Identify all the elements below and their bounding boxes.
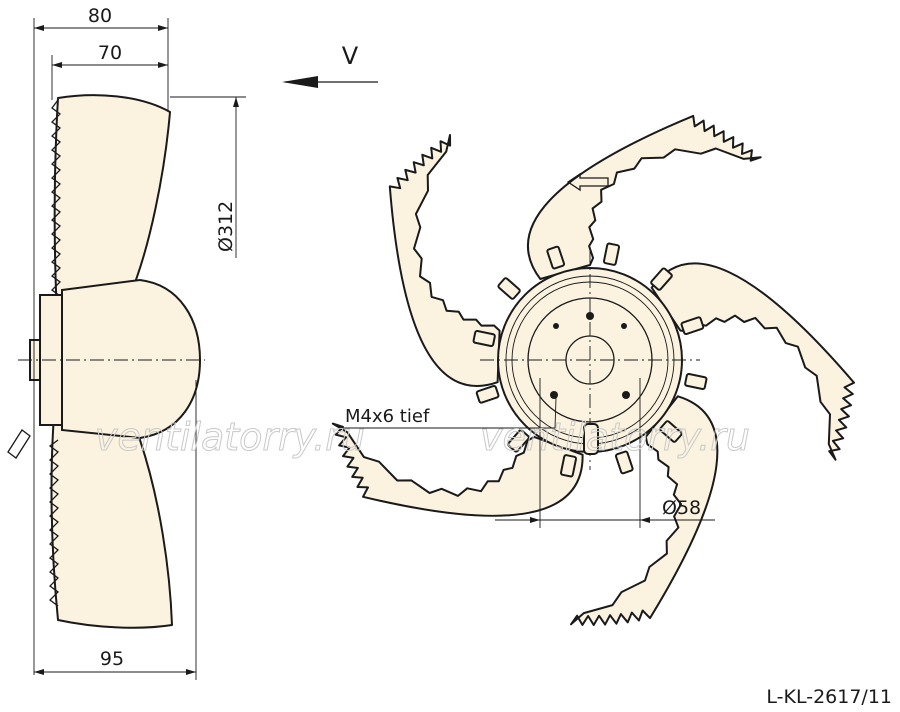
- front-view: M4x6 tief Ø58: [331, 114, 855, 626]
- watermark-right: ventilatorry.ru: [480, 415, 750, 459]
- view-label: V: [342, 42, 359, 70]
- view-arrow-icon: [282, 76, 318, 88]
- fan-blade: [331, 422, 584, 517]
- hub-tab: [559, 454, 578, 478]
- hub-tab: [472, 329, 496, 348]
- hub-tab: [602, 242, 621, 266]
- drawing-number: L-KL-2617/11: [766, 686, 892, 708]
- fan-blade: [388, 134, 501, 387]
- rotation-arrow-icon: [566, 172, 609, 192]
- side-serrated-edge-lower: [48, 439, 59, 607]
- side-cable: [7, 429, 31, 459]
- hub-tab: [680, 316, 705, 336]
- hub-tab: [659, 420, 683, 443]
- hub-tab: [546, 245, 566, 270]
- watermark-left: ventilatorry.ru: [95, 415, 365, 459]
- blades: [331, 114, 855, 626]
- fan-blade: [526, 114, 762, 280]
- bolt-hole-left: [550, 391, 558, 399]
- dim-80-label: 80: [88, 5, 112, 27]
- fan-blade: [570, 395, 719, 626]
- thread-leader-tail: [554, 397, 557, 429]
- hub-tab: [684, 372, 708, 391]
- hub-tab: [475, 384, 500, 404]
- thread-label: M4x6 tief: [345, 406, 430, 427]
- dim-312-label: Ø312: [215, 201, 237, 252]
- dim-70-label: 70: [98, 42, 122, 64]
- hub-tab: [650, 267, 673, 291]
- hub-tab: [614, 450, 634, 475]
- hub-tab: [497, 277, 521, 300]
- bolt-hole-ul: [553, 323, 559, 329]
- fan-blade: [650, 262, 855, 461]
- bolt-hole-right: [622, 391, 630, 399]
- cable-gland: [583, 423, 599, 455]
- side-view: 80 70 95 Ø312 V: [7, 5, 378, 680]
- side-serrated-edge: [51, 99, 61, 311]
- dim-95-label: 95: [100, 648, 124, 670]
- bolt-hole-ur: [621, 323, 627, 329]
- dim-58-label: Ø58: [662, 497, 701, 519]
- hub-tab: [507, 429, 530, 453]
